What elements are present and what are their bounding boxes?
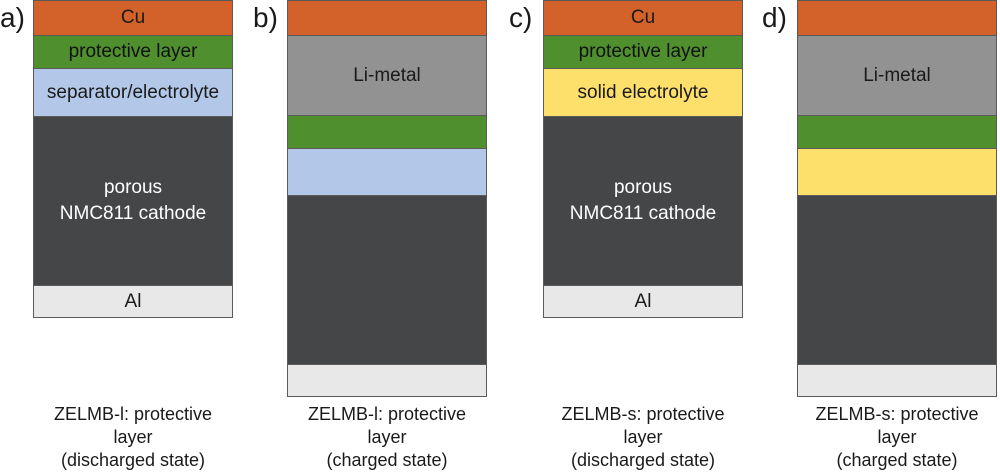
cathode-layer: porous NMC811 cathode	[33, 116, 233, 286]
protective-layer	[797, 115, 997, 149]
panel-caption: ZELMB-l: protective layer (charged state…	[307, 404, 467, 470]
panel-label: b)	[253, 2, 278, 33]
panel-caption: ZELMB-l: protective layer (discharged st…	[53, 404, 213, 470]
al-layer	[797, 364, 997, 397]
cathode-layer: porous NMC811 cathode	[543, 116, 743, 286]
panel-label: a)	[0, 2, 25, 33]
panel-label: d)	[762, 2, 787, 33]
protective-layer: protective layer	[33, 35, 233, 69]
cu-layer	[287, 0, 487, 36]
cu-layer: Cu	[543, 0, 743, 36]
cathode-layer	[287, 195, 487, 365]
li-metal-layer: Li-metal	[287, 35, 487, 116]
protective-layer: protective layer	[543, 35, 743, 69]
separator-electrolyte-layer: separator/electrolyte	[33, 68, 233, 117]
cu-layer: Cu	[33, 0, 233, 36]
panel-caption: ZELMB-s: protective layer (discharged st…	[561, 404, 725, 470]
panel-caption: ZELMB-s: protective layer (charged state…	[815, 404, 979, 470]
al-layer	[287, 364, 487, 397]
al-layer: Al	[543, 285, 743, 318]
separator-electrolyte-layer	[287, 148, 487, 196]
al-layer: Al	[33, 285, 233, 318]
solid-electrolyte-layer: solid electrolyte	[543, 68, 743, 117]
cathode-layer	[797, 195, 997, 365]
li-metal-layer: Li-metal	[797, 35, 997, 116]
panel-label: c)	[509, 2, 533, 33]
cu-layer	[797, 0, 997, 36]
solid-electrolyte-layer	[797, 148, 997, 196]
protective-layer	[287, 115, 487, 149]
